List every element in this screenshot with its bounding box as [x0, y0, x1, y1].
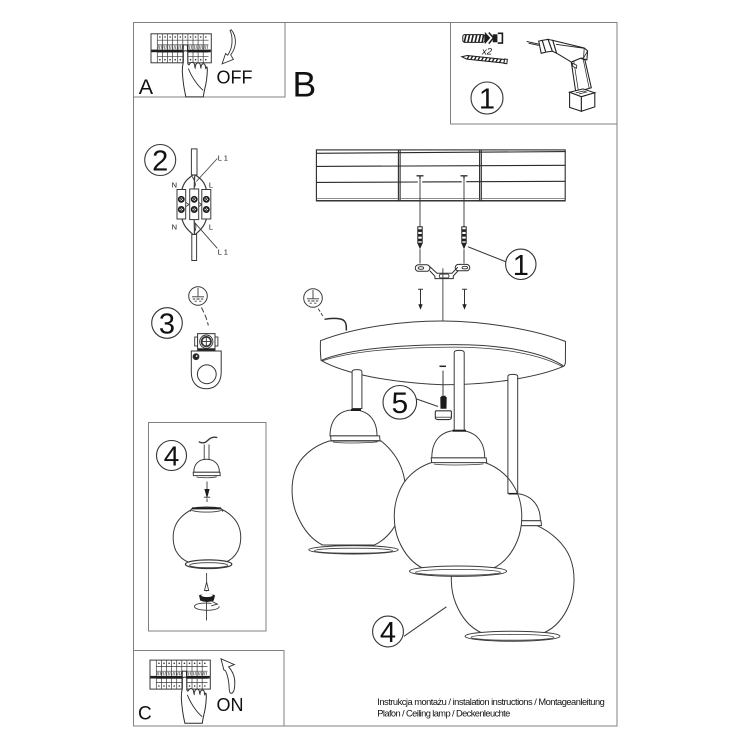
svg-text:x2: x2 [481, 47, 493, 58]
svg-text:Plafon / Ceiling lamp / Decken: Plafon / Ceiling lamp / Deckenleuchte [377, 709, 510, 719]
svg-text:Instrukcja montażu / instalati: Instrukcja montażu / instalation instruc… [377, 697, 605, 707]
svg-text:OFF: OFF [217, 68, 253, 88]
svg-text:C: C [138, 704, 152, 725]
svg-text:A: A [139, 75, 154, 99]
svg-text:L: L [209, 181, 213, 190]
svg-text:4: 4 [380, 617, 396, 649]
svg-text:5: 5 [391, 387, 408, 420]
svg-text:4: 4 [164, 441, 180, 472]
svg-text:1: 1 [479, 84, 495, 116]
svg-text:N: N [172, 223, 177, 232]
svg-text:3: 3 [159, 309, 175, 341]
svg-text:1: 1 [513, 250, 529, 282]
svg-text:B: B [293, 64, 317, 104]
svg-text:N: N [172, 181, 177, 190]
svg-text:L: L [209, 223, 213, 232]
svg-text:L 1: L 1 [218, 248, 228, 257]
svg-text:ON: ON [217, 695, 244, 715]
svg-text:L 1: L 1 [218, 154, 228, 163]
svg-text:2: 2 [152, 146, 168, 178]
